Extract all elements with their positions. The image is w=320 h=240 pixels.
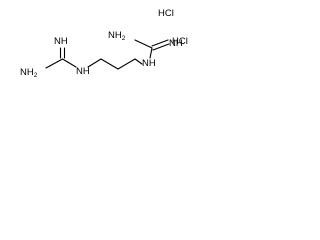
right-amine-label: NH2 [108, 30, 126, 42]
bond-right-imine-double-2 [152, 43, 170, 51]
right-guanidine: NH2 NH NH [108, 30, 183, 69]
bond-right-amine [134, 39, 153, 49]
left-guanidine: NH NH2 NH [20, 36, 90, 79]
hcl-label-1: HCl [158, 8, 174, 19]
hcl-label-2: HCl [172, 36, 188, 47]
bond-chain-3 [117, 58, 136, 70]
bond-right-linker-n [149, 47, 153, 59]
bond-left-linker-n [61, 58, 77, 68]
left-amine-symbol: NH [20, 67, 34, 78]
left-amine-label: NH2 [20, 67, 38, 79]
right-linker-label: NH [142, 58, 156, 69]
bond-chain-1 [87, 58, 102, 68]
left-linker-label: NH [76, 66, 90, 77]
right-amine-subscript: 2 [122, 35, 126, 42]
bonds [45, 39, 170, 70]
right-amine-symbol: NH [108, 30, 122, 41]
bond-chain-4 [134, 58, 143, 65]
left-amine-subscript: 2 [34, 72, 38, 79]
right-imine-label: NH [169, 38, 183, 49]
bond-left-amine [45, 58, 64, 69]
salt-counterions: HCl HCl [158, 8, 188, 47]
bond-right-imine-double-1 [151, 39, 169, 47]
chemical-structure: NH NH2 NH NH2 NH NH HCl HCl [20, 8, 188, 79]
bond-chain-2 [100, 58, 119, 70]
left-imine-label: NH [54, 36, 68, 47]
